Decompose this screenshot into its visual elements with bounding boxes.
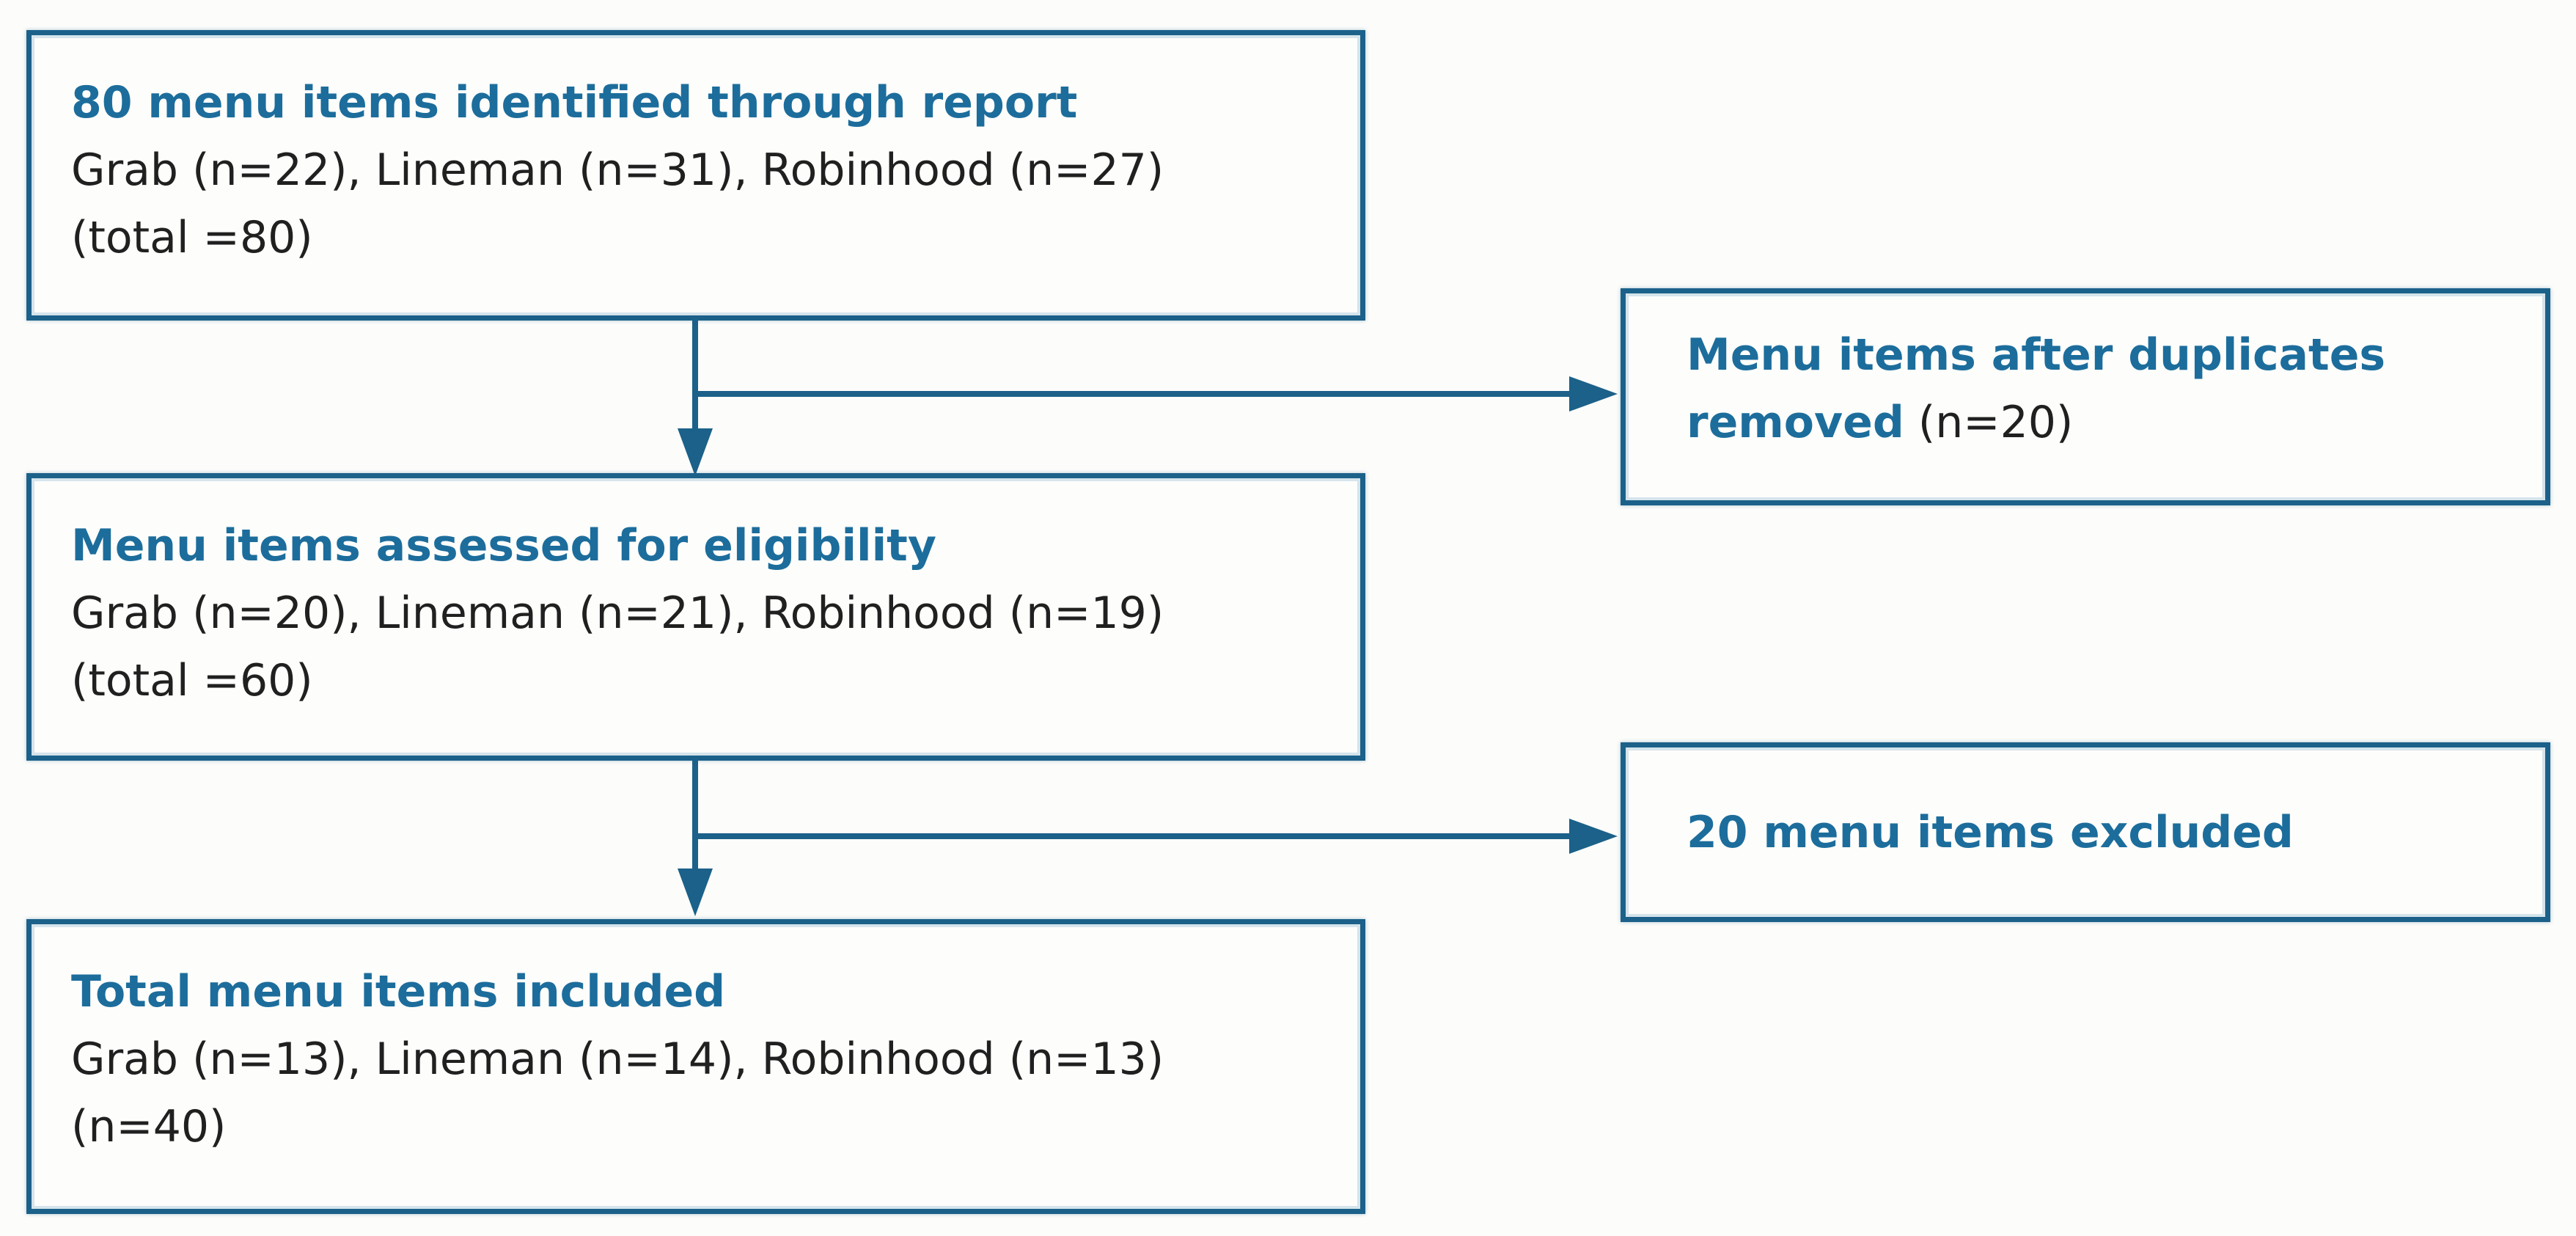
box-included: Total menu items included Grab (n=13), L… xyxy=(26,919,1365,1214)
box-duplicates-removed-heading: Menu items after duplicates removed xyxy=(1687,329,2386,448)
box-duplicates-removed: Menu items after duplicates removed (n=2… xyxy=(1621,288,2550,505)
arrow-identified-to-assessed-head xyxy=(678,428,713,476)
box-assessed-heading: Menu items assessed for eligibility xyxy=(71,520,936,571)
box-duplicates-removed-count: (n=20) xyxy=(1918,397,2074,448)
box-assessed: Menu items assessed for eligibility Grab… xyxy=(26,473,1365,761)
box-identified: 80 menu items identified through report … xyxy=(26,30,1365,321)
arrow-excluded-branch-head xyxy=(1569,819,1618,854)
box-excluded: 20 menu items excluded xyxy=(1621,742,2550,922)
box-excluded-heading: 20 menu items excluded xyxy=(1687,806,2294,858)
box-identified-heading: 80 menu items identified through report xyxy=(71,77,1078,128)
box-identified-total: (total =80) xyxy=(71,212,313,263)
arrow-assessed-to-included-head xyxy=(678,869,713,916)
box-identified-detail: Grab (n=22), Lineman (n=31), Robinhood (… xyxy=(71,145,1164,196)
box-assessed-total: (total =60) xyxy=(71,655,313,706)
box-assessed-detail: Grab (n=20), Lineman (n=21), Robinhood (… xyxy=(71,588,1164,639)
box-included-total: (n=40) xyxy=(71,1101,227,1152)
box-included-detail: Grab (n=13), Lineman (n=14), Robinhood (… xyxy=(71,1034,1164,1085)
arrow-duplicates-branch-head xyxy=(1569,376,1618,412)
box-included-heading: Total menu items included xyxy=(71,966,726,1017)
box-duplicates-removed-text: Menu items after duplicates removed (n=2… xyxy=(1687,321,2516,456)
